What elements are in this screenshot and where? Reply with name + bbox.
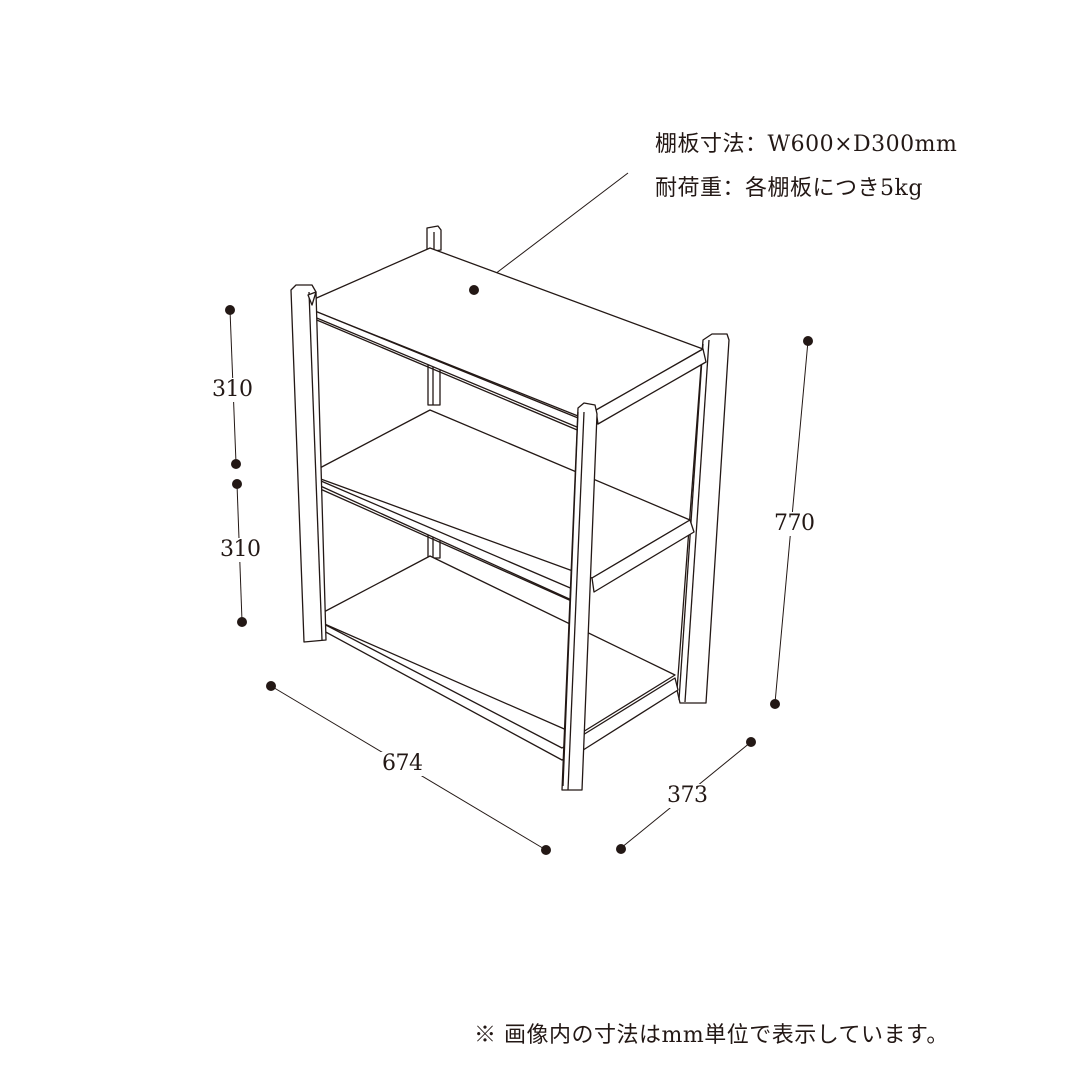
dimension-line-upper-310 bbox=[225, 305, 241, 469]
dimension-label-upper-spacing: 310 bbox=[210, 377, 255, 402]
leader-line bbox=[473, 172, 629, 291]
load-capacity-spec: 耐荷重：各棚板につき5kg bbox=[655, 176, 923, 201]
dimension-label-lower-spacing: 310 bbox=[218, 537, 263, 562]
top-shelf bbox=[309, 247, 707, 433]
front-right-leg bbox=[561, 402, 598, 791]
dimension-label-depth: 373 bbox=[665, 783, 710, 808]
front-left-leg bbox=[290, 284, 327, 643]
units-footnote: ※ 画像内の寸法はmm単位で表示しています。 bbox=[474, 1023, 949, 1048]
shelf-size-spec: 棚板寸法：W600×D300mm bbox=[655, 132, 958, 157]
bottom-shelf bbox=[319, 555, 679, 761]
dimension-label-height: 770 bbox=[772, 511, 817, 536]
middle-shelf bbox=[313, 409, 695, 604]
dimension-label-width: 674 bbox=[380, 751, 425, 776]
leader-dot bbox=[469, 285, 479, 295]
